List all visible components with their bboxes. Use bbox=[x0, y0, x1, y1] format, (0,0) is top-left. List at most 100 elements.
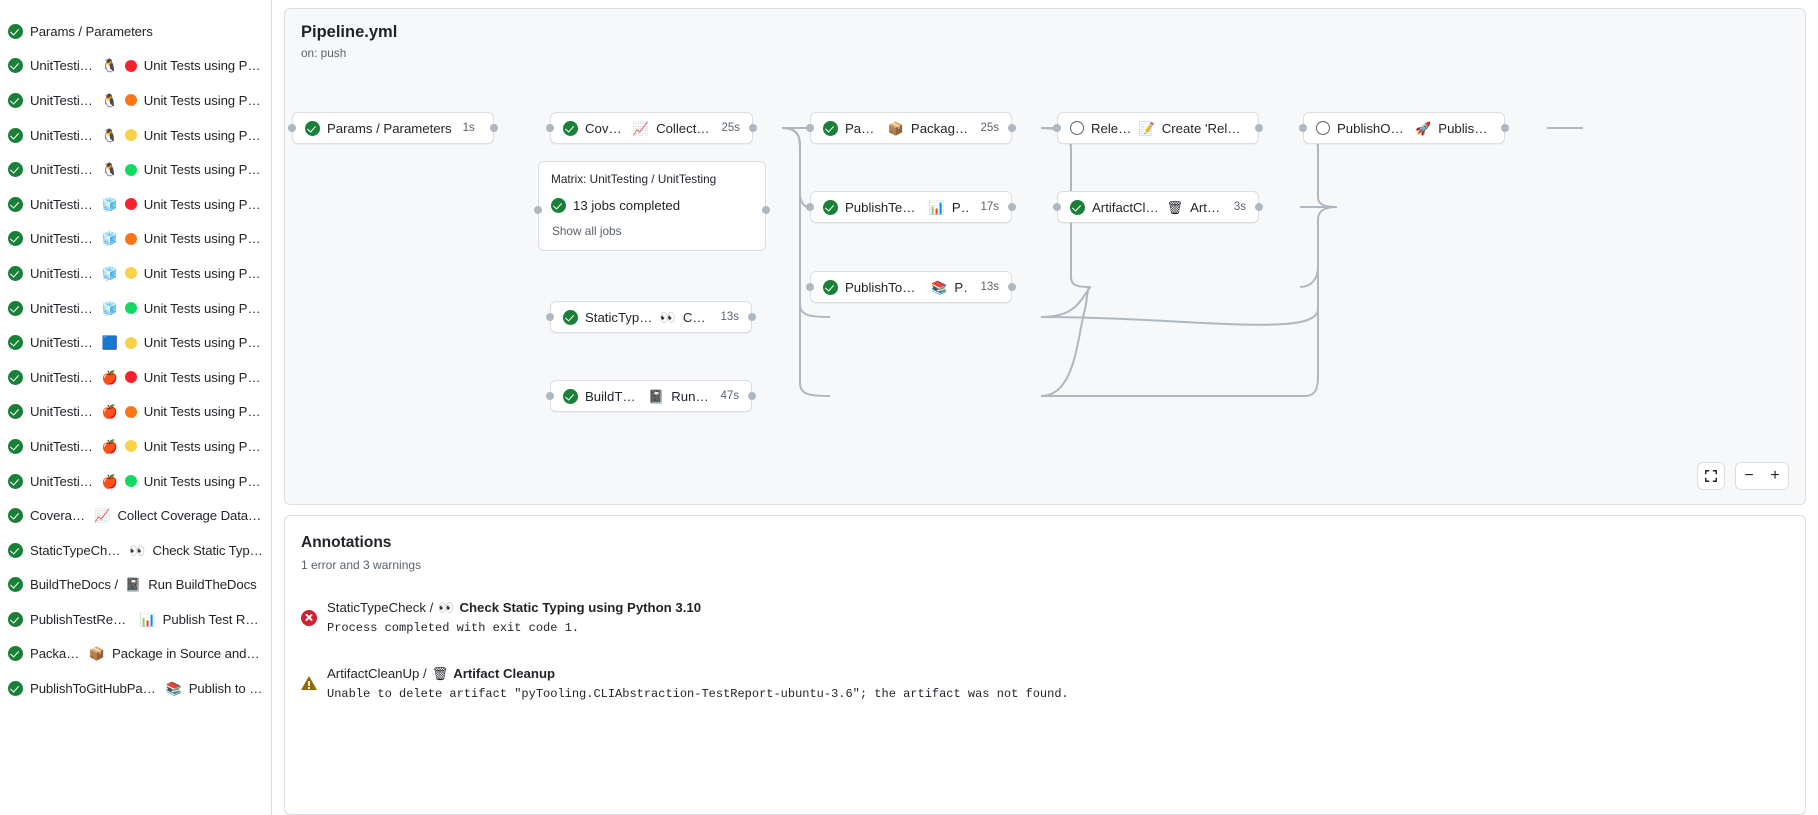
zoom-controls[interactable]: − + bbox=[1697, 462, 1789, 490]
python-version-dot-icon bbox=[124, 94, 137, 107]
success-icon bbox=[563, 388, 578, 404]
graph-node-testresults[interactable]: PublishTestResults / 📊Pu...17s bbox=[810, 191, 1012, 223]
graph-node-ghpages[interactable]: PublishToGitHubPages / 📚Pu...13s bbox=[810, 271, 1012, 303]
graph-edges bbox=[781, 127, 1583, 397]
success-icon bbox=[8, 681, 23, 697]
sidebar-job-item[interactable]: UnitTesting / 🐧Unit Tests using Pyth... bbox=[0, 49, 271, 84]
success-icon bbox=[8, 265, 23, 281]
sidebar-job-item[interactable]: UnitTesting / 🍎Unit Tests using Pyth... bbox=[0, 429, 271, 464]
graph-node-label: ArtifactCleanUp / bbox=[1092, 199, 1160, 215]
zoom-out-button[interactable]: − bbox=[1744, 467, 1754, 484]
sidebar-job-item[interactable]: StaticTypeCheck / 👀Check Static Typing..… bbox=[0, 533, 271, 568]
node-port-right bbox=[1008, 124, 1016, 132]
graph-node-typecheck[interactable]: StaticTypeCheck / 👀Chec...13s bbox=[550, 301, 752, 333]
step-emoji-icon: 📚 bbox=[931, 279, 948, 295]
annotation-heading: StaticTypeCheck / 👀Check Static Typing u… bbox=[327, 598, 701, 617]
annotation-step: Check Static Typing using Python 3.10 bbox=[459, 600, 702, 615]
node-port-right bbox=[1501, 124, 1509, 132]
workflow-graph-card: Pipeline.yml on: push bbox=[284, 8, 1806, 505]
node-port-right bbox=[1008, 203, 1016, 211]
sidebar-job-item[interactable]: UnitTesting / 🍎Unit Tests using Pyth... bbox=[0, 464, 271, 499]
penguin-icon: 🐧 bbox=[101, 58, 118, 74]
sidebar-job-step: Collect Coverage Data usi... bbox=[117, 508, 263, 524]
sidebar-job-item[interactable]: Coverage / 📈Collect Coverage Data usi... bbox=[0, 498, 271, 533]
graph-node-builddocs[interactable]: BuildTheDocs / 📓Run Buil...47s bbox=[550, 380, 752, 412]
success-icon bbox=[8, 58, 23, 74]
annotation-item[interactable]: StaticTypeCheck / 👀Check Static Typing u… bbox=[301, 598, 1789, 638]
sidebar-job-name: BuildTheDocs / bbox=[30, 577, 119, 593]
graph-node-label: PublishToGitHubPages / bbox=[845, 279, 924, 295]
graph-node-label: Release / bbox=[1091, 120, 1132, 136]
graph-node-step: Create 'Release P... bbox=[1161, 120, 1246, 136]
zoom-in-button[interactable]: + bbox=[1770, 467, 1780, 484]
sidebar-job-name: UnitTesting / bbox=[30, 127, 95, 143]
graph-node-label: Package / bbox=[845, 120, 881, 136]
sidebar-job-item[interactable]: UnitTesting / 🧊Unit Tests using Pyth... bbox=[0, 187, 271, 222]
sidebar-job-item[interactable]: UnitTesting / 🐧Unit Tests using Pyth... bbox=[0, 118, 271, 153]
sidebar-job-item[interactable]: UnitTesting / 🧊Unit Tests using Pyth... bbox=[0, 256, 271, 291]
graph-node-coverage[interactable]: Coverage / 📈Collect Cove...25s bbox=[550, 112, 753, 144]
graph-node-duration: 17s bbox=[980, 201, 999, 213]
step-emoji-icon: 🚀 bbox=[1415, 120, 1432, 136]
sidebar-job-item[interactable]: PublishTestResults / 📊Publish Test Resu.… bbox=[0, 602, 271, 637]
sidebar-job-item[interactable]: UnitTesting / 🧊Unit Tests using Pyth... bbox=[0, 291, 271, 326]
sidebar-job-step: Unit Tests using Pyth... bbox=[143, 92, 263, 108]
sidebar-job-item[interactable]: UnitTesting / 🐧Unit Tests using Pyth... bbox=[0, 83, 271, 118]
apple-icon: 🍎 bbox=[101, 473, 118, 489]
node-port-right bbox=[490, 124, 498, 132]
annotation-body: StaticTypeCheck / 👀Check Static Typing u… bbox=[327, 598, 701, 638]
graph-node-cleanup[interactable]: ArtifactCleanUp / 🗑Artifac...3s bbox=[1057, 191, 1259, 223]
zoom-button-group[interactable]: − + bbox=[1735, 462, 1789, 490]
sidebar-job-item[interactable]: UnitTesting / 🟦Unit Tests using Pyth... bbox=[0, 325, 271, 360]
fit-screen-icon[interactable] bbox=[1698, 463, 1724, 489]
graph-node-step: Package in So... bbox=[910, 120, 970, 136]
success-icon bbox=[8, 335, 23, 351]
sidebar-job-item[interactable]: PublishToGitHubPages / 📚Publish to G... bbox=[0, 671, 271, 706]
matrix-summary-row[interactable]: 13 jobs completed bbox=[551, 198, 753, 213]
sidebar-job-item[interactable]: UnitTesting / 🍎Unit Tests using Pyth... bbox=[0, 395, 271, 430]
success-icon bbox=[823, 279, 838, 295]
fit-to-screen-button[interactable] bbox=[1697, 462, 1725, 490]
sidebar-job-step: Publish Test Resu... bbox=[162, 611, 263, 627]
success-icon bbox=[1070, 199, 1085, 215]
graph-node-label: StaticTypeCheck / bbox=[585, 309, 653, 325]
success-icon bbox=[8, 162, 23, 178]
sidebar-job-item[interactable]: Package / 📦Package in Source and Wh... bbox=[0, 637, 271, 672]
success-icon bbox=[563, 120, 578, 136]
sidebar-job-item[interactable]: UnitTesting / 🧊Unit Tests using Pyth... bbox=[0, 222, 271, 257]
success-icon bbox=[8, 300, 23, 316]
graph-canvas[interactable]: Matrix: UnitTesting / UnitTesting 13 job… bbox=[285, 9, 1805, 504]
windows-icon: 🧊 bbox=[101, 231, 118, 247]
sidebar-job-step: Check Static Typing... bbox=[152, 542, 263, 558]
windows-icon: 🧊 bbox=[101, 265, 118, 281]
success-icon bbox=[8, 508, 23, 524]
node-port-left bbox=[1053, 203, 1061, 211]
graph-node-pypi[interactable]: PublishOnPyPI / 🚀Publish to ... bbox=[1303, 112, 1505, 144]
sidebar-job-name: UnitTesting / bbox=[30, 335, 95, 351]
sidebar-job-step: Package in Source and Wh... bbox=[112, 646, 263, 662]
sidebar-job-item[interactable]: Params / Parameters bbox=[0, 14, 271, 49]
graph-node-step: Pu... bbox=[954, 279, 970, 295]
sidebar-job-name: PublishTestResults / bbox=[30, 611, 133, 627]
sidebar-job-item[interactable]: UnitTesting / 🐧Unit Tests using Pyth... bbox=[0, 152, 271, 187]
graph-node-package[interactable]: Package / 📦Package in So...25s bbox=[810, 112, 1012, 144]
sidebar-job-item[interactable]: BuildTheDocs / 📓Run BuildTheDocs bbox=[0, 568, 271, 603]
step-emoji-icon: 👀 bbox=[438, 600, 455, 616]
sidebar-job-step: Unit Tests using Pyth... bbox=[143, 127, 263, 143]
annotation-job: ArtifactCleanUp / bbox=[327, 665, 427, 681]
matrix-group-unittesting[interactable]: Matrix: UnitTesting / UnitTesting 13 job… bbox=[538, 161, 766, 251]
graph-node-step: Publish to ... bbox=[1438, 120, 1492, 136]
sidebar-job-step: Unit Tests using Pyth... bbox=[143, 162, 263, 178]
matrix-summary: 13 jobs completed bbox=[573, 198, 681, 213]
sidebar-job-item[interactable]: UnitTesting / 🍎Unit Tests using Pyth... bbox=[0, 360, 271, 395]
success-icon bbox=[8, 438, 23, 454]
apple-icon: 🍎 bbox=[101, 369, 118, 385]
node-port-left bbox=[806, 283, 814, 291]
show-all-jobs-link[interactable]: Show all jobs bbox=[552, 224, 622, 238]
node-port-right bbox=[748, 313, 756, 321]
graph-header: Pipeline.yml on: push bbox=[285, 9, 1805, 60]
graph-node-release[interactable]: Release / 📝Create 'Release P... bbox=[1057, 112, 1259, 144]
